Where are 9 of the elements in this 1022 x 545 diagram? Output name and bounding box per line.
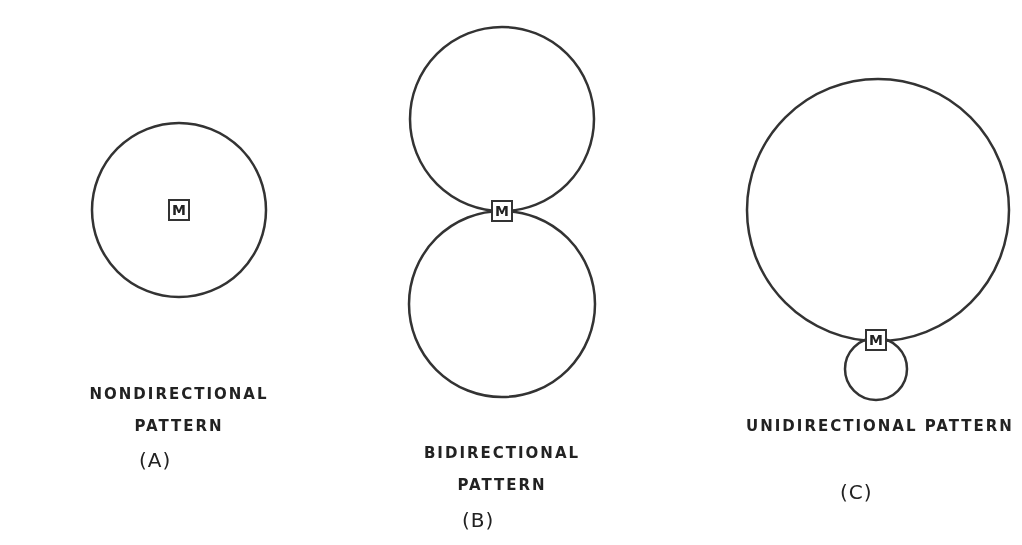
- microphone-symbol: M: [865, 329, 887, 351]
- microphone-symbol: M: [491, 200, 513, 222]
- figure-letter: (A): [139, 448, 173, 472]
- pattern-caption: NONDIRECTIONAL PATTERN: [88, 384, 270, 437]
- figure-letter: (B): [462, 508, 496, 532]
- microphone-symbol: M: [168, 199, 190, 221]
- pattern-caption: BIDIRECTIONAL PATTERN: [422, 443, 582, 496]
- figure-letter: (C): [840, 480, 874, 504]
- pattern-caption: UNIDIRECTIONAL PATTERN: [745, 416, 1015, 437]
